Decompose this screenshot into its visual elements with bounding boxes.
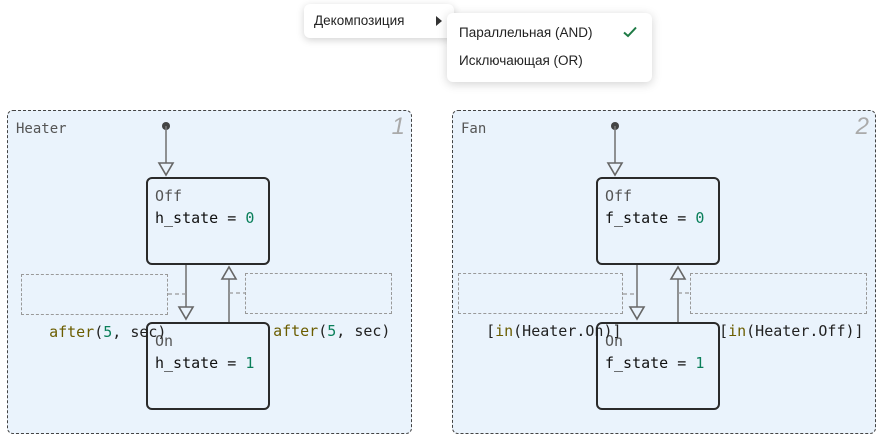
- state-name: On: [605, 332, 623, 350]
- menu-item-decomposition[interactable]: Декомпозиция: [314, 13, 405, 28]
- chart-heater-number: 1: [391, 113, 405, 140]
- state-action: f_state = 0: [605, 209, 705, 227]
- context-menu: Декомпозиция: [304, 4, 454, 38]
- transition-label-heater-off-to-on[interactable]: after(5, sec): [21, 274, 168, 341]
- checkmark-icon: [623, 26, 637, 38]
- chart-fan-number: 2: [855, 113, 869, 140]
- chart-fan-label: Fan: [461, 121, 487, 137]
- state-action: h_state = 1: [155, 354, 255, 372]
- state-fan-off[interactable]: Off f_state = 0: [596, 177, 720, 265]
- state-fan-on[interactable]: On f_state = 1: [596, 322, 720, 410]
- menu-item-parallel-and[interactable]: Параллельная (AND): [459, 25, 593, 40]
- transition-label-heater-on-to-off[interactable]: after(5, sec): [245, 273, 392, 340]
- transition-label-fan-off-to-on[interactable]: [in(Heater.On)]: [458, 273, 623, 340]
- state-heater-off[interactable]: Off h_state = 0: [146, 177, 270, 265]
- chevron-right-icon: [436, 16, 442, 26]
- chart-heater-label: Heater: [16, 121, 67, 137]
- state-heater-on[interactable]: On h_state = 1: [146, 322, 270, 410]
- state-name: Off: [605, 187, 633, 205]
- state-name: On: [155, 332, 173, 350]
- state-action: h_state = 0: [155, 209, 255, 227]
- state-action: f_state = 1: [605, 354, 705, 372]
- decomposition-submenu: Параллельная (AND) Исключающая (OR): [447, 13, 652, 82]
- menu-item-exclusive-or[interactable]: Исключающая (OR): [459, 53, 583, 68]
- state-name: Off: [155, 187, 183, 205]
- transition-label-fan-on-to-off[interactable]: [in(Heater.Off)]: [690, 273, 867, 340]
